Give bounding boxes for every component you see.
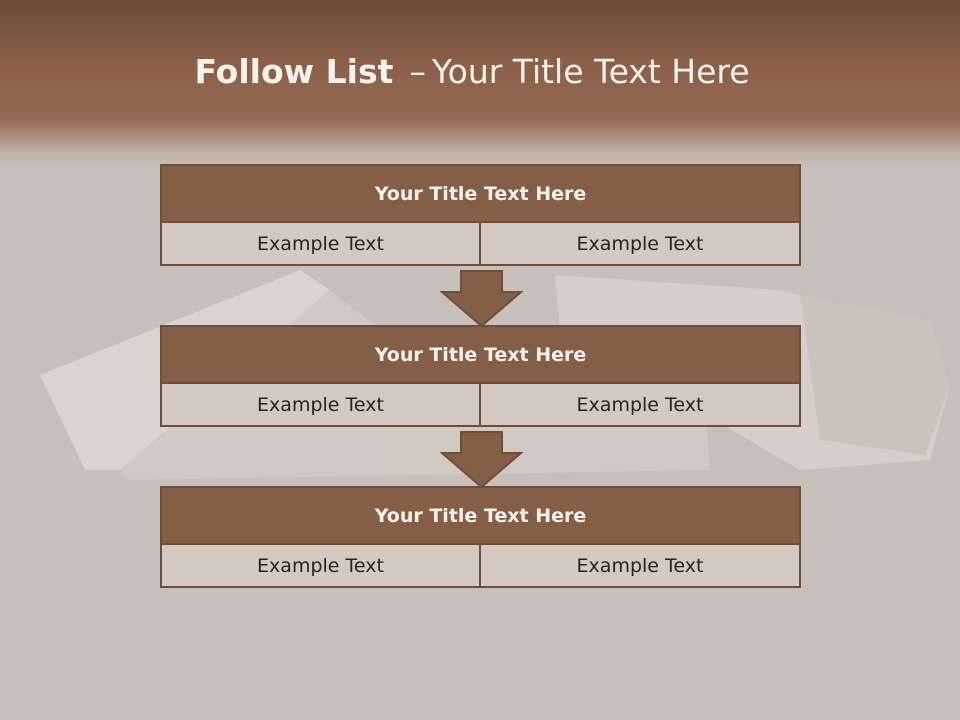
- header-band: [0, 0, 960, 170]
- step-2-left-text: Example Text: [160, 382, 481, 427]
- step-3-right-text: Example Text: [479, 543, 801, 588]
- step-3-left-text: Example Text: [160, 543, 481, 588]
- down-arrow-icon: [440, 270, 523, 328]
- step-2-right-text: Example Text: [479, 382, 801, 427]
- slide-title-separator: –: [409, 52, 426, 91]
- slide-title: Follow List–Your Title Text Here: [0, 52, 944, 91]
- slide-title-bold: Follow List: [194, 52, 394, 91]
- step-1-right-text: Example Text: [479, 221, 801, 266]
- slide-title-subtitle: Your Title Text Here: [431, 52, 750, 91]
- step-title-2: Your Title Text Here: [160, 325, 801, 384]
- step-1-left-text: Example Text: [160, 221, 481, 266]
- step-title-3: Your Title Text Here: [160, 486, 801, 545]
- step-title-1: Your Title Text Here: [160, 164, 801, 223]
- down-arrow-icon: [440, 431, 523, 489]
